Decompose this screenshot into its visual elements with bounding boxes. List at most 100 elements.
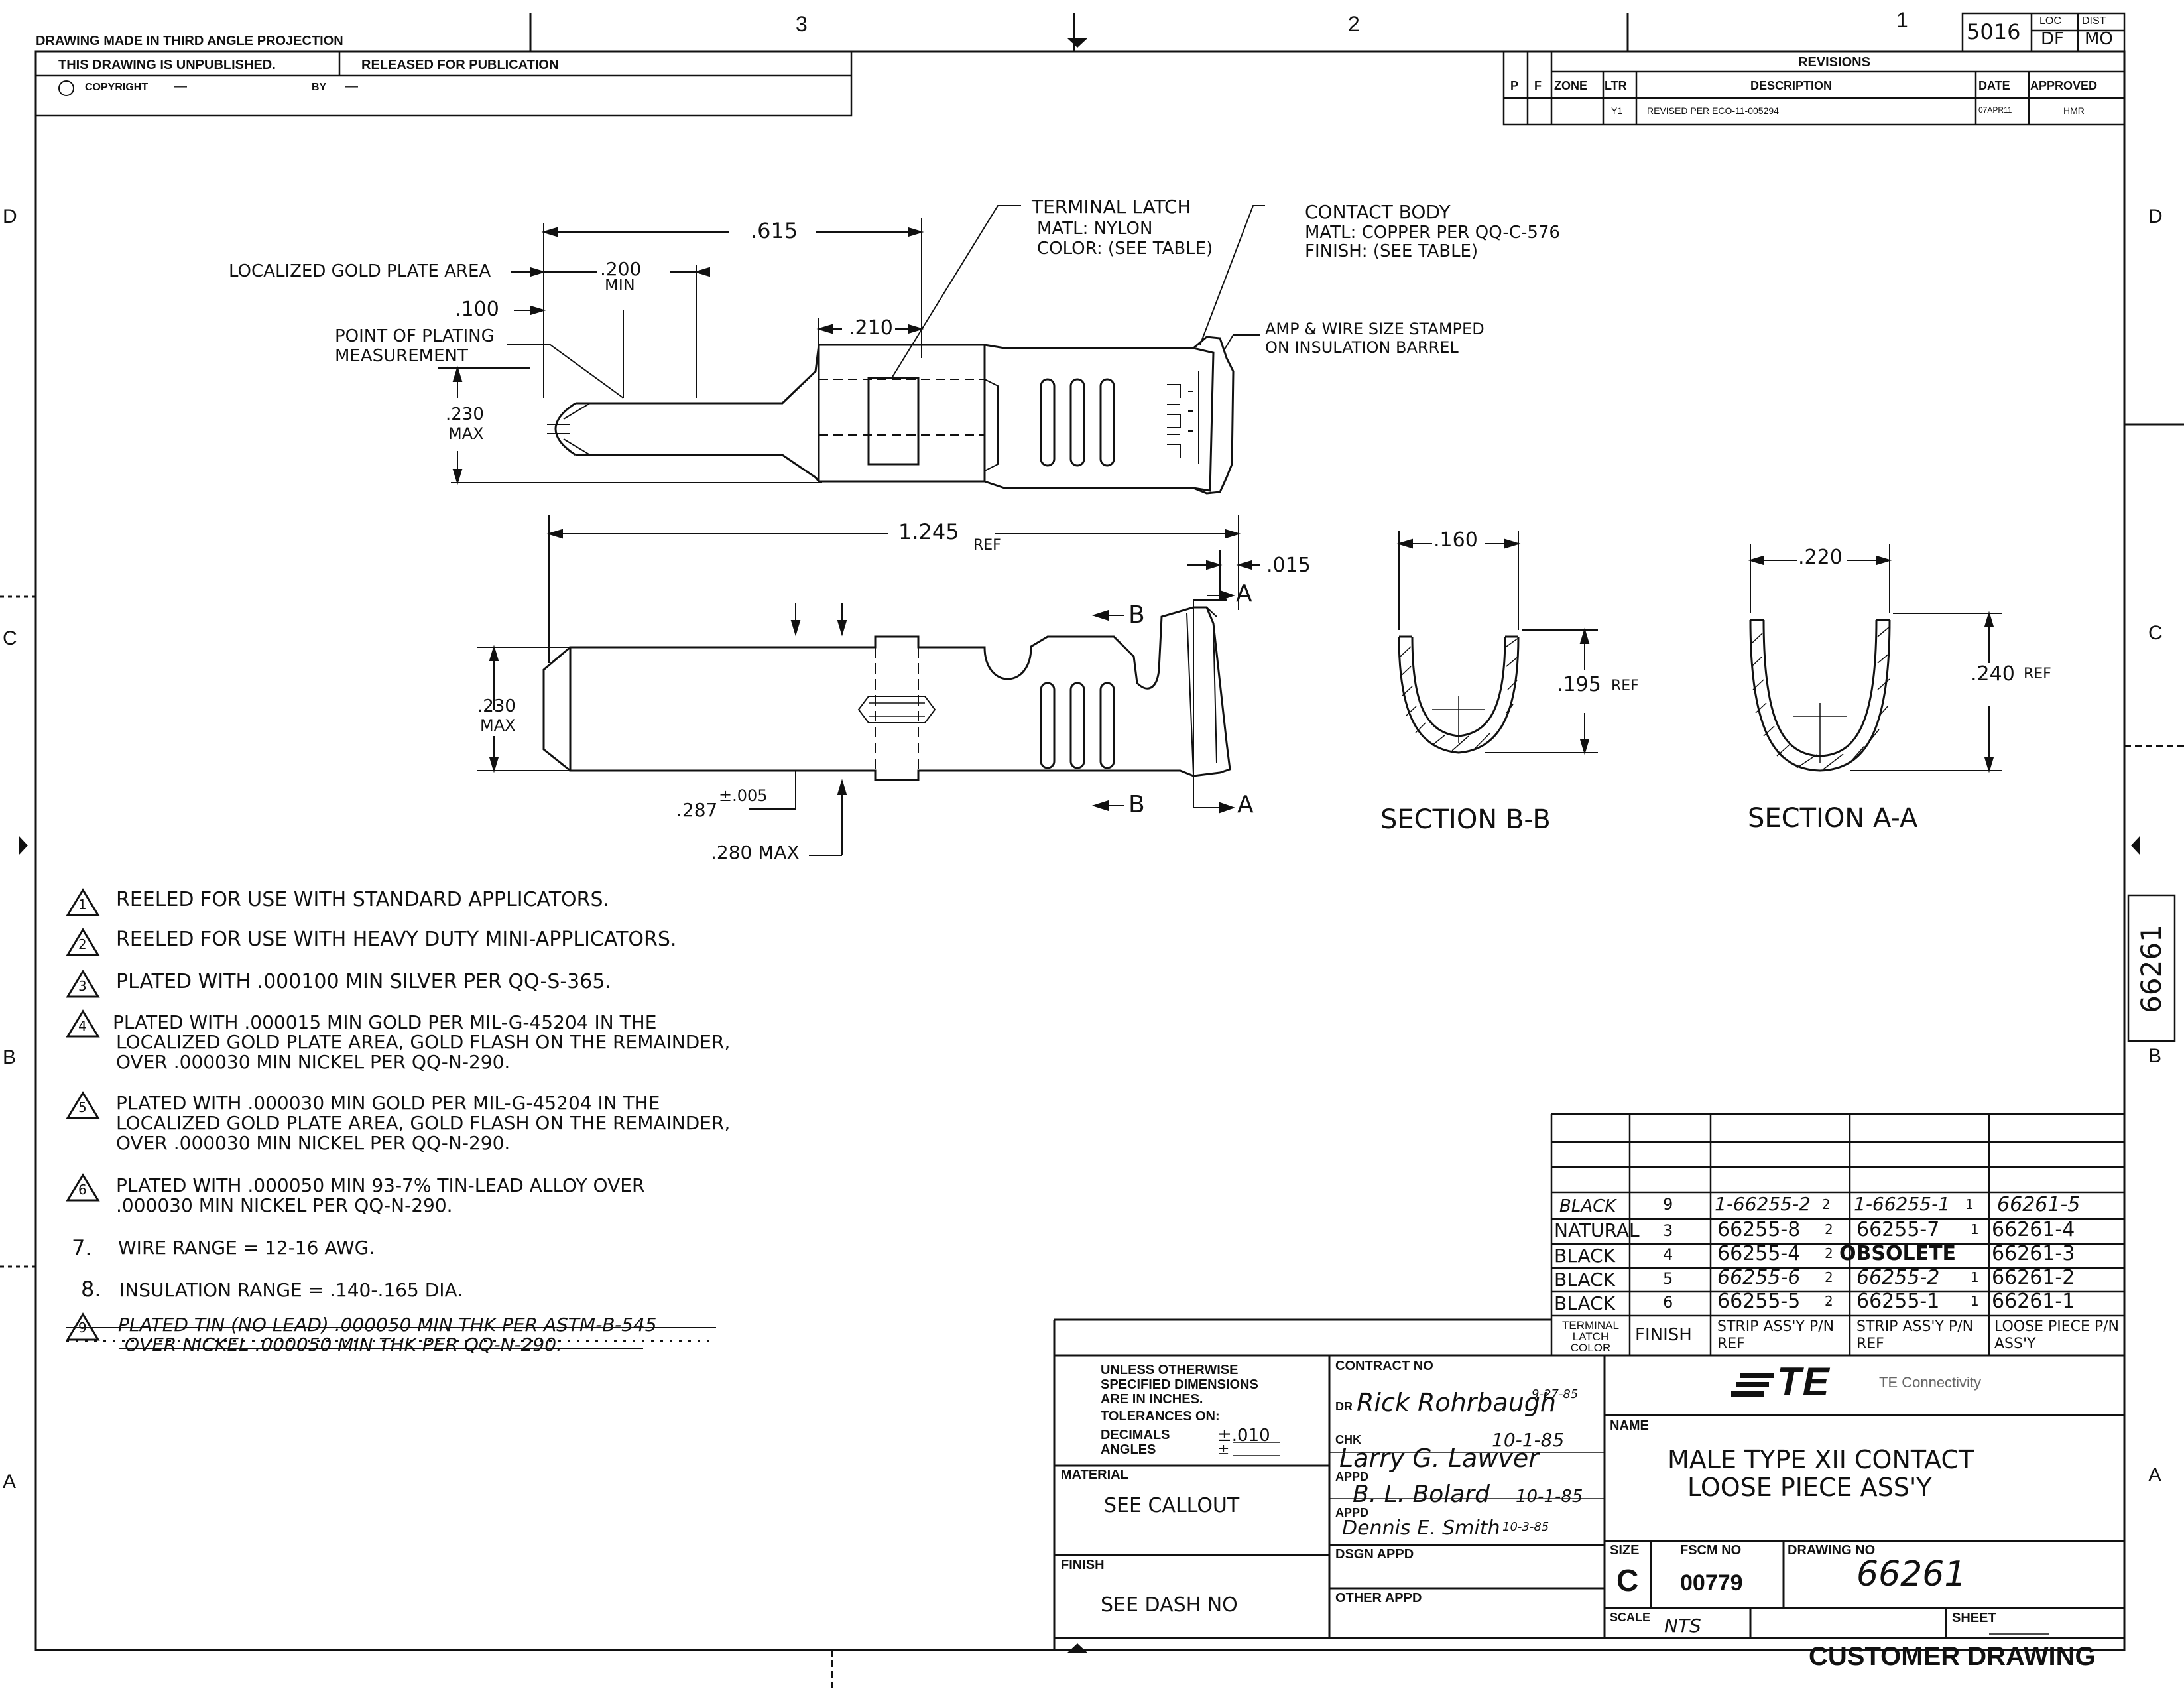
angles-label: ANGLES: [1101, 1442, 1156, 1457]
row1-strip2: 1-66255-1: [1854, 1193, 1950, 1215]
row4-loose: 66261-2: [1992, 1266, 2075, 1289]
dim-230-top: .230: [446, 405, 484, 424]
dr-label: DR: [1335, 1400, 1353, 1413]
zone-number-3: 3: [796, 12, 808, 36]
section-bb: [1398, 635, 1520, 754]
te-company: TE Connectivity: [1879, 1374, 1982, 1391]
appd1-signature: B. L. Bolard: [1353, 1481, 1490, 1508]
note-4-line1: PLATED WITH .000015 MIN GOLD PER MIL-G-4…: [113, 1011, 657, 1033]
terminal-latch-title: TERMINAL LATCH: [1032, 196, 1191, 218]
rev-row-approved: HMR: [2063, 105, 2085, 116]
dim-1245-ref: REF: [973, 537, 1001, 554]
row5-strip1-note: 2: [1825, 1293, 1833, 1309]
dsgn-appd-label: DSGN APPD: [1335, 1547, 1414, 1562]
header-strip-ref-1: STRIP ASS'Y P/N REF: [1717, 1318, 1835, 1352]
contact-top-view: [547, 336, 1235, 495]
tolerance-line-1: UNLESS OTHERWISE: [1101, 1363, 1239, 1377]
copyright-value: —: [174, 79, 187, 94]
title-line-1: MALE TYPE XII CONTACT: [1668, 1445, 1974, 1474]
row5-color: BLACK: [1554, 1292, 1616, 1314]
row5-finish: 6: [1663, 1293, 1673, 1312]
border-letter-right-a: A: [2148, 1464, 2162, 1486]
row3-strip1: 66255-4: [1717, 1242, 1801, 1265]
header-finish: FINISH: [1635, 1325, 1692, 1345]
signature-lines: [1233, 1442, 2049, 1635]
note-1-line1: REELED FOR USE WITH STANDARD APPLICATORS…: [116, 888, 610, 911]
row5-loose: 66261-1: [1992, 1290, 2075, 1313]
note-9-num: 9: [78, 1320, 87, 1336]
zone-number-2: 2: [1348, 12, 1360, 36]
chk-label: CHK: [1335, 1433, 1361, 1446]
note-4-num: 4: [78, 1018, 87, 1034]
top-view-dimensions: [438, 205, 1265, 485]
note-1-num: 1: [78, 897, 87, 912]
material-value: SEE CALLOUT: [1104, 1494, 1240, 1517]
rev-header-approved: APPROVED: [2030, 79, 2098, 92]
dim-287-tol: ±.005: [719, 786, 768, 805]
projection-note: DRAWING MADE IN THIRD ANGLE PROJECTION: [36, 34, 343, 48]
row2-finish: 3: [1663, 1221, 1673, 1240]
row2-strip1-note: 2: [1825, 1221, 1833, 1237]
title-block-grid: [1053, 1318, 2124, 1650]
section-mark-a-top: A: [1236, 580, 1252, 607]
side-number: 66261: [2135, 924, 2167, 1013]
section-mark-b-top: B: [1128, 601, 1145, 629]
parts-table-grid: [1550, 1113, 2124, 1355]
dim-015: .015: [1266, 554, 1311, 577]
header-loose-piece: LOOSE PIECE P/N ASS'Y: [1994, 1318, 2120, 1352]
note-2-num: 2: [78, 936, 87, 952]
note-7-line1: WIRE RANGE = 12-16 AWG.: [118, 1237, 375, 1259]
note-8-line1: INSULATION RANGE = .140-.165 DIA.: [119, 1279, 463, 1301]
zone-number-1: 1: [1896, 8, 1908, 32]
dim-195-ref: REF: [1611, 678, 1639, 694]
border-letter-right-b: B: [2148, 1045, 2162, 1067]
tolerance-line-4: TOLERANCES ON:: [1101, 1409, 1220, 1424]
row1-color: BLACK: [1559, 1196, 1616, 1216]
note-7-num: 7.: [72, 1235, 92, 1261]
row4-strip2: 66255-2: [1856, 1266, 1940, 1289]
gold-area-label: LOCALIZED GOLD PLATE AREA: [229, 261, 491, 281]
note-3-line1: PLATED WITH .000100 MIN SILVER PER QQ-S-…: [116, 970, 611, 993]
plating-point-line1: POINT OF PLATING: [335, 326, 495, 346]
decimals-value: ±.010: [1217, 1426, 1270, 1446]
size-label: SIZE: [1610, 1543, 1640, 1558]
dr-date: 9-27-85: [1532, 1387, 1579, 1401]
row3-finish: 4: [1663, 1245, 1673, 1264]
dim-200-min: MIN: [605, 276, 635, 294]
stamp-note-line2: ON INSULATION BARREL: [1265, 338, 1459, 357]
loc-label: LOC: [2039, 15, 2061, 27]
unpublished-note: THIS DRAWING IS UNPUBLISHED.: [58, 58, 276, 72]
note-2-line1: REELED FOR USE WITH HEAVY DUTY MINI-APPL…: [116, 928, 677, 951]
rev-header-zone: ZONE: [1554, 79, 1588, 92]
dim-230-top-max: MAX: [448, 424, 484, 443]
row4-strip1-note: 2: [1825, 1269, 1833, 1285]
note-3-num: 3: [78, 978, 87, 994]
row2-loose: 66261-4: [1992, 1218, 2075, 1241]
row1-strip1: 1-66255-2: [1715, 1193, 1811, 1215]
by-value: —: [345, 79, 358, 94]
note-6-num: 6: [78, 1182, 87, 1198]
loc-value: DF: [2041, 29, 2064, 49]
row1-finish: 9: [1663, 1195, 1673, 1214]
size-value: C: [1616, 1563, 1639, 1597]
scale-value: NTS: [1664, 1615, 1701, 1637]
row1-loose: 66261-5: [1997, 1193, 2081, 1216]
doc-number: 5016: [1967, 19, 2021, 44]
te-logo-mark: [1731, 1373, 1774, 1397]
dim-195: .195: [1557, 673, 1601, 696]
dim-200: .200: [600, 258, 642, 280]
appd2-signature: Dennis E. Smith: [1342, 1517, 1500, 1540]
note-8-num: 8.: [81, 1277, 101, 1302]
finish-value: SEE DASH NO: [1101, 1594, 1238, 1617]
border-letter-left-b: B: [3, 1046, 17, 1068]
copyright-label: COPYRIGHT: [85, 82, 149, 93]
note-5-line1: PLATED WITH .000030 MIN GOLD PER MIL-G-4…: [116, 1092, 660, 1114]
dim-287: .287: [676, 799, 718, 821]
row1-strip1-note: 2: [1822, 1196, 1831, 1212]
rev-row-description: REVISED PER ECO-11-005294: [1647, 105, 1779, 116]
dim-220: .220: [1798, 546, 1843, 569]
dim-230-side: .230: [477, 696, 516, 716]
row5-strip2: 66255-1: [1856, 1290, 1940, 1313]
terminal-latch-matl: MATL: NYLON: [1037, 219, 1153, 239]
chk-date: 10-1-85: [1492, 1429, 1565, 1451]
